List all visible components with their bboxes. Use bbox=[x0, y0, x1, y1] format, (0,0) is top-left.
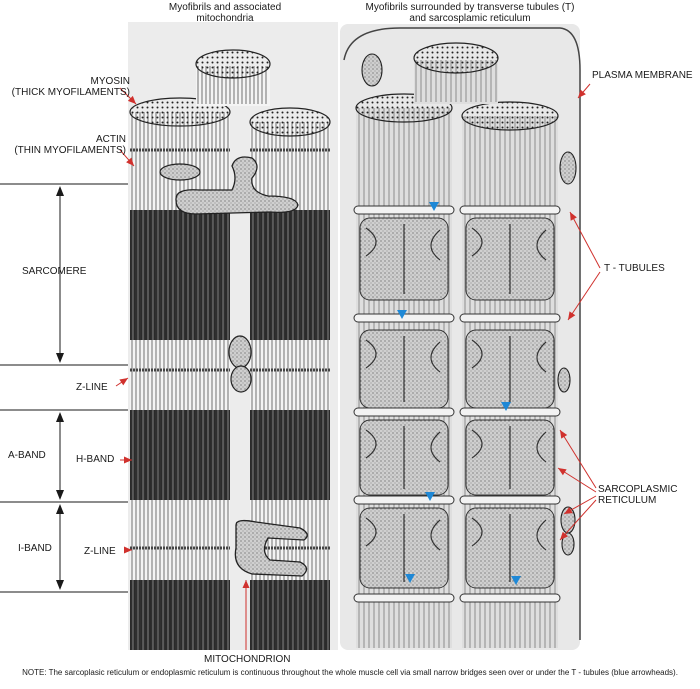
mitochondria-shapes bbox=[159, 156, 308, 577]
footnote: NOTE: The sarcoplasic reticulum or endop… bbox=[22, 668, 678, 677]
label-plasma-membrane: PLASMA MEMBRANE bbox=[592, 70, 693, 81]
label-actin: ACTIN (THIN MYOFILAMENTS) bbox=[4, 134, 126, 156]
arrow-h-band bbox=[120, 456, 132, 464]
label-myosin-line-2: (THICK MYOFILAMENTS) bbox=[11, 87, 130, 98]
heading-right-line-1: Myofibrils surrounded by transverse tubu… bbox=[365, 2, 575, 13]
arrow-sr-2 bbox=[557, 467, 597, 493]
myofibril-column-1 bbox=[129, 97, 231, 650]
arrow-t-tubule-2 bbox=[567, 271, 601, 321]
reticulum-column-1 bbox=[353, 93, 455, 648]
label-actin-line-1: ACTIN bbox=[96, 134, 126, 145]
arrow-z-line-1 bbox=[115, 377, 129, 387]
arrow-sr-1 bbox=[559, 429, 597, 489]
label-z-line-1: Z-LINE bbox=[76, 382, 108, 393]
arrow-sr-3 bbox=[563, 495, 597, 515]
label-sr-line-2: RETICULUM bbox=[598, 495, 657, 506]
reticulum-columns bbox=[343, 27, 581, 648]
label-sr-line-1: SARCOPLASMIC bbox=[598, 484, 678, 495]
blue-arrowhead-6 bbox=[511, 576, 521, 585]
arrow-actin bbox=[119, 149, 135, 167]
blue-arrowheads bbox=[397, 202, 521, 585]
label-mitochondrion: MITOCHONDRION bbox=[204, 654, 291, 665]
heading-left: Myofibrils and associated mitochondria bbox=[160, 2, 290, 24]
arrow-z-line-2 bbox=[124, 546, 132, 554]
arrow-sr-4 bbox=[559, 499, 597, 541]
blue-arrowhead-2 bbox=[397, 310, 407, 319]
reticulum-column-2 bbox=[459, 101, 561, 648]
label-pointer-arrows bbox=[115, 83, 601, 650]
myofibril-columns bbox=[129, 49, 331, 650]
label-myosin: MYOSIN (THICK MYOFILAMENTS) bbox=[4, 76, 130, 98]
label-i-band: I-BAND bbox=[18, 543, 52, 554]
blue-arrowhead-3 bbox=[501, 402, 511, 411]
label-h-band: H-BAND bbox=[76, 454, 115, 465]
myofibril-column-back bbox=[195, 49, 271, 106]
dimension-lines bbox=[0, 183, 128, 593]
arrow-myosin bbox=[119, 87, 137, 105]
arrow-mitochondrion bbox=[242, 580, 250, 650]
heading-left-line-1: Myofibrils and associated bbox=[168, 2, 282, 13]
heading-left-line-2: mitochondria bbox=[196, 13, 254, 24]
label-z-line-2: Z-LINE bbox=[84, 546, 116, 557]
heading-right-line-2: and sarcosplamic reticulum bbox=[409, 13, 531, 24]
blue-arrowhead-4 bbox=[425, 492, 435, 501]
blue-arrowhead-1 bbox=[429, 202, 439, 211]
arrow-t-tubule-1 bbox=[569, 211, 601, 269]
blue-arrowhead-5 bbox=[405, 574, 415, 583]
label-a-band: A-BAND bbox=[8, 450, 46, 461]
label-myosin-line-1: MYOSIN bbox=[90, 76, 130, 87]
plasma-membrane-outline bbox=[343, 27, 581, 640]
label-sarcoplasmic-reticulum: SARCOPLASMIC RETICULUM bbox=[598, 484, 677, 506]
heading-right: Myofibrils surrounded by transverse tubu… bbox=[345, 2, 595, 24]
reticulum-column-back bbox=[413, 42, 499, 104]
label-t-tubules: T - TUBULES bbox=[604, 263, 665, 274]
label-sarcomere: SARCOMERE bbox=[22, 266, 87, 277]
arrow-plasma-membrane bbox=[577, 83, 591, 99]
label-actin-line-2: (THIN MYOFILAMENTS) bbox=[14, 145, 126, 156]
